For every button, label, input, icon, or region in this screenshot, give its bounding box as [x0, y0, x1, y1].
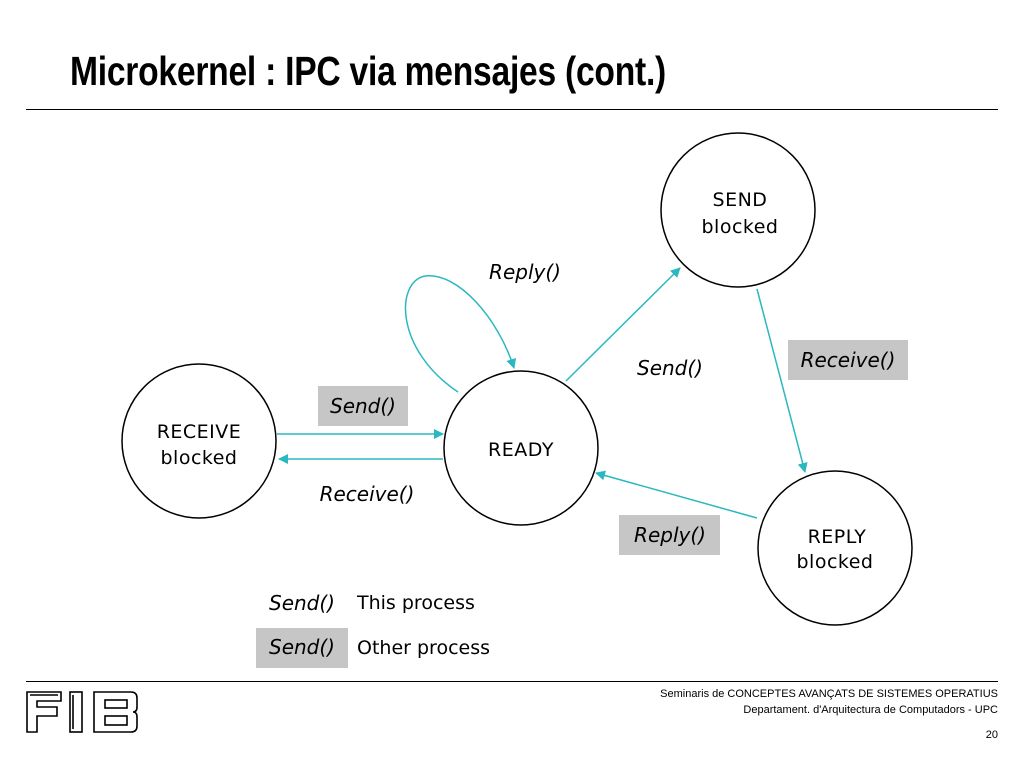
state-receive-blocked: RECEIVE blocked [121, 363, 277, 519]
state-reply-blocked: REPLY blocked [757, 470, 913, 626]
transition-receive-to-reply-blocked: Receive() [801, 348, 896, 372]
legend-this-process-description: This process [356, 592, 475, 614]
arrow-reply-blocked-to-ready [595, 470, 758, 519]
transition-send-to-send-blocked: Send() [637, 356, 703, 380]
footer-divider [26, 681, 998, 682]
footer-seminar-line: Seminaris de CONCEPTES AVANÇATS DE SISTE… [660, 688, 998, 700]
fib-logo [26, 691, 138, 733]
state-send-blocked: SEND blocked [660, 132, 816, 288]
state-receive-sublabel: blocked [161, 447, 238, 469]
state-send-sublabel: blocked [702, 216, 779, 238]
label-bg-reply-other [619, 515, 720, 555]
slide-title: Microkernel : IPC via mensajes (cont.) [70, 48, 667, 94]
legend-other-process-description: Other process [357, 637, 490, 659]
arrow-ready-to-send-blocked [565, 267, 681, 382]
page-number: 20 [985, 729, 998, 741]
legend-other-process-label: Send() [269, 635, 335, 659]
arrow-reply-self-loop [404, 275, 517, 393]
transition-reply-to-ready: Reply() [634, 523, 706, 547]
transition-receive-from-ready: Receive() [320, 482, 415, 506]
legend-this-process-label: Send() [269, 591, 335, 615]
legend-other-process-swatch [256, 628, 348, 668]
title-divider [26, 109, 998, 110]
state-ready: READY [443, 370, 599, 526]
state-ready-label: READY [488, 439, 554, 461]
label-bg-receive-other [788, 340, 908, 380]
state-reply-sublabel: blocked [797, 551, 874, 573]
transition-send-to-ready: Send() [330, 394, 396, 418]
arrow-send-to-reply-blocked [756, 288, 808, 473]
state-reply-label: REPLY [808, 526, 867, 548]
state-receive-label: RECEIVE [157, 421, 242, 443]
footer-department-line: Departament. d'Arquitectura de Computado… [743, 704, 998, 716]
legend: Send() This process Send() Other process [256, 591, 490, 668]
label-bg-send-other [318, 386, 408, 426]
state-send-label: SEND [713, 189, 768, 211]
transition-reply-self-loop: Reply() [489, 260, 561, 284]
